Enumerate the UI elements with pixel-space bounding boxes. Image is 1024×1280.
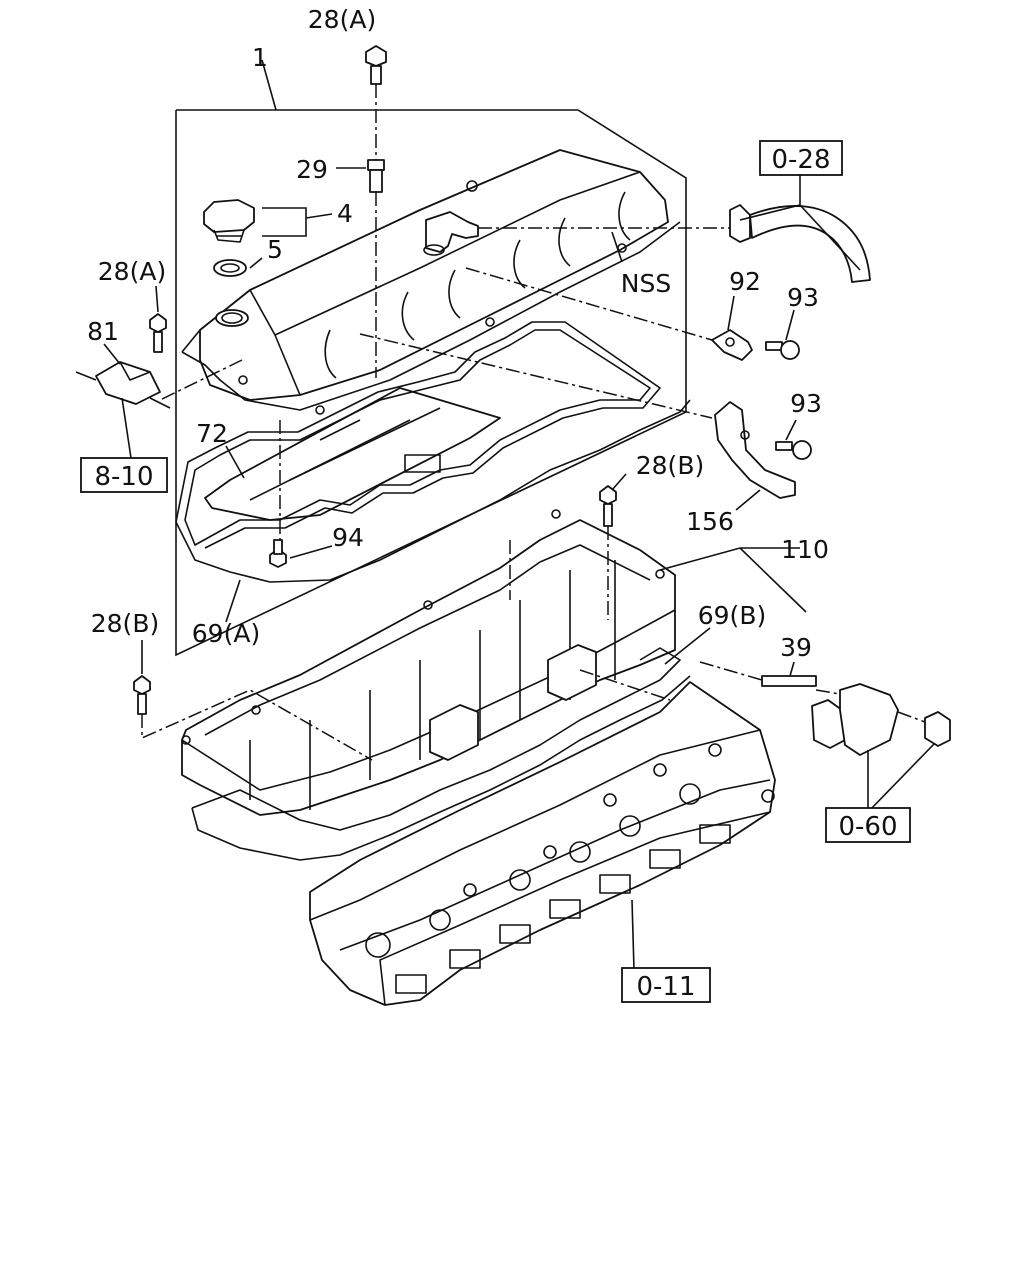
- bolt-94: [269, 539, 287, 568]
- cover-gasket: [175, 321, 691, 583]
- ref-0-60[interactable]: 0-60: [838, 812, 897, 842]
- cam-sensor: [811, 683, 951, 756]
- label-72: 72: [196, 419, 228, 448]
- bolt-28b-mid: [599, 485, 617, 527]
- baffle-plate: [204, 387, 501, 521]
- label-110: 110: [781, 535, 829, 564]
- bolt-93-lower: [775, 440, 812, 460]
- oil-filler-cap: [203, 199, 255, 277]
- housing-gasket: [191, 647, 691, 861]
- cylinder-head: [309, 681, 776, 1006]
- label-39: 39: [780, 633, 812, 662]
- label-69b: 69(B): [698, 601, 766, 630]
- label-93-upper: 93: [787, 283, 819, 312]
- bracket-92: [711, 329, 753, 361]
- label-nss: NSS: [621, 269, 671, 298]
- assembly-frame: [175, 109, 687, 657]
- bolt-93-upper: [765, 340, 800, 360]
- label-29: 29: [296, 155, 328, 184]
- label-93-lower: 93: [790, 389, 822, 418]
- rocker-cover: [181, 149, 681, 415]
- label-28a-left: 28(A): [98, 257, 166, 286]
- ref-0-28[interactable]: 0-28: [771, 145, 830, 175]
- label-5: 5: [267, 235, 283, 264]
- ref-0-11[interactable]: 0-11: [636, 972, 695, 1002]
- ref-8-10[interactable]: 8-10: [94, 462, 153, 492]
- leader-lines: [103, 59, 935, 971]
- harness-clip: [75, 361, 171, 409]
- bracket-156: [714, 401, 796, 499]
- label-4: 4: [337, 199, 353, 228]
- label-28b-left: 28(B): [91, 609, 159, 638]
- label-28a-top: 28(A): [308, 5, 376, 34]
- label-28b-mid: 28(B): [636, 451, 704, 480]
- breather-elbow: [423, 211, 479, 256]
- bolt-28b-left: [133, 675, 151, 715]
- label-1: 1: [252, 43, 268, 72]
- bolt-28a-left: [149, 313, 167, 353]
- bolt-29: [367, 159, 385, 193]
- label-156: 156: [686, 507, 734, 536]
- rocker-housing: [181, 509, 676, 816]
- breather-hose: [729, 204, 871, 283]
- bolt-28a-top: [365, 45, 387, 85]
- label-81: 81: [87, 317, 119, 346]
- stud-39: [761, 675, 817, 687]
- assembly-centerlines: [141, 84, 926, 761]
- reference-boxes: [80, 140, 911, 1003]
- label-69a: 69(A): [192, 619, 260, 648]
- label-94: 94: [332, 523, 364, 552]
- label-92: 92: [729, 267, 761, 296]
